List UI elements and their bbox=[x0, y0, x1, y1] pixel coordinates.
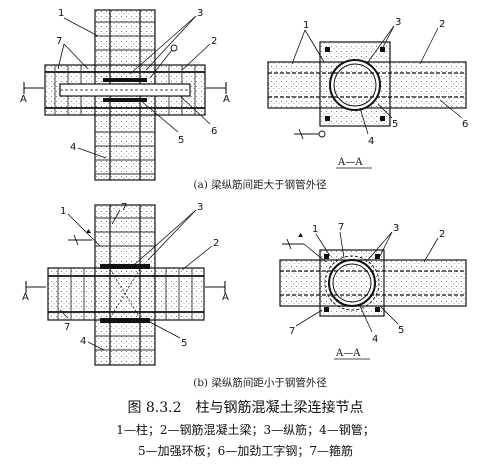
figure-caption: 图 8.3.2 柱与钢筋混凝土梁连接节点 bbox=[127, 400, 364, 416]
callout-1-b: 1 bbox=[60, 206, 66, 217]
callout-4-sa: 4 bbox=[368, 136, 374, 147]
callout-3-sb: 3 bbox=[393, 223, 399, 234]
callout-7-b: 7 bbox=[121, 202, 127, 213]
legend-line-2: 5—加强环板；6—加劲工字钢；7—箍筋 bbox=[138, 444, 353, 458]
callout-4-a: 4 bbox=[70, 142, 76, 153]
callout-3-sa: 3 bbox=[395, 17, 401, 28]
callout-2-a: 2 bbox=[211, 36, 217, 47]
callout-7-low-sb: 7 bbox=[289, 326, 295, 337]
callout-2-b: 2 bbox=[213, 238, 219, 249]
legend-line-1: 1—柱；2—钢筋混凝土梁；3—纵筋；4—钢管； bbox=[116, 423, 375, 437]
elevation-a: A A 1 7 3 2 4 5 6 bbox=[20, 8, 230, 181]
callout-5-a: 5 bbox=[178, 135, 184, 146]
subfigure-a-caption: (a) 梁纵筋间距大于钢管外径 bbox=[193, 179, 327, 191]
callout-6-a: 6 bbox=[211, 126, 217, 137]
callout-3-a: 3 bbox=[197, 8, 203, 19]
callout-7-a: 7 bbox=[56, 36, 62, 47]
callout-3-b: 3 bbox=[197, 202, 203, 213]
cut-label-right-a: A bbox=[223, 94, 230, 105]
callout-5-sa: 5 bbox=[392, 119, 398, 130]
callout-1-a: 1 bbox=[58, 8, 64, 19]
section-label-b: A—A bbox=[335, 348, 361, 359]
callout-2-sa: 2 bbox=[439, 19, 445, 30]
callout-1-sa: 1 bbox=[303, 20, 309, 31]
callout-2-sb: 2 bbox=[439, 229, 445, 240]
cut-label-left-a: A bbox=[20, 94, 27, 105]
cut-label-left-b: A bbox=[22, 292, 29, 303]
ring-plate-a bbox=[103, 78, 147, 82]
callout-5-sb: 5 bbox=[398, 325, 404, 336]
callout-1-sb: 1 bbox=[312, 224, 318, 235]
callout-6-sa: 6 bbox=[462, 119, 468, 130]
section-label-a: A—A bbox=[337, 157, 363, 168]
callout-4-b: 4 bbox=[80, 336, 86, 347]
callout-7-low-b: 7 bbox=[64, 322, 70, 333]
ring-plate-b bbox=[100, 264, 150, 269]
section-a: 1 3 2 4 5 6 A—A bbox=[267, 17, 468, 169]
cut-label-right-b: A bbox=[222, 292, 229, 303]
callout-7-sb: 7 bbox=[338, 222, 344, 233]
callout-4-sb: 4 bbox=[372, 334, 378, 345]
section-b: 1 7 3 2 7 4 5 A—A bbox=[279, 222, 467, 360]
subfigure-b-caption: (b) 梁纵筋间距小于钢管外径 bbox=[193, 377, 327, 389]
callout-5-b: 5 bbox=[181, 338, 187, 349]
elevation-b: A A 1 7 3 2 7 4 5 bbox=[22, 202, 229, 366]
